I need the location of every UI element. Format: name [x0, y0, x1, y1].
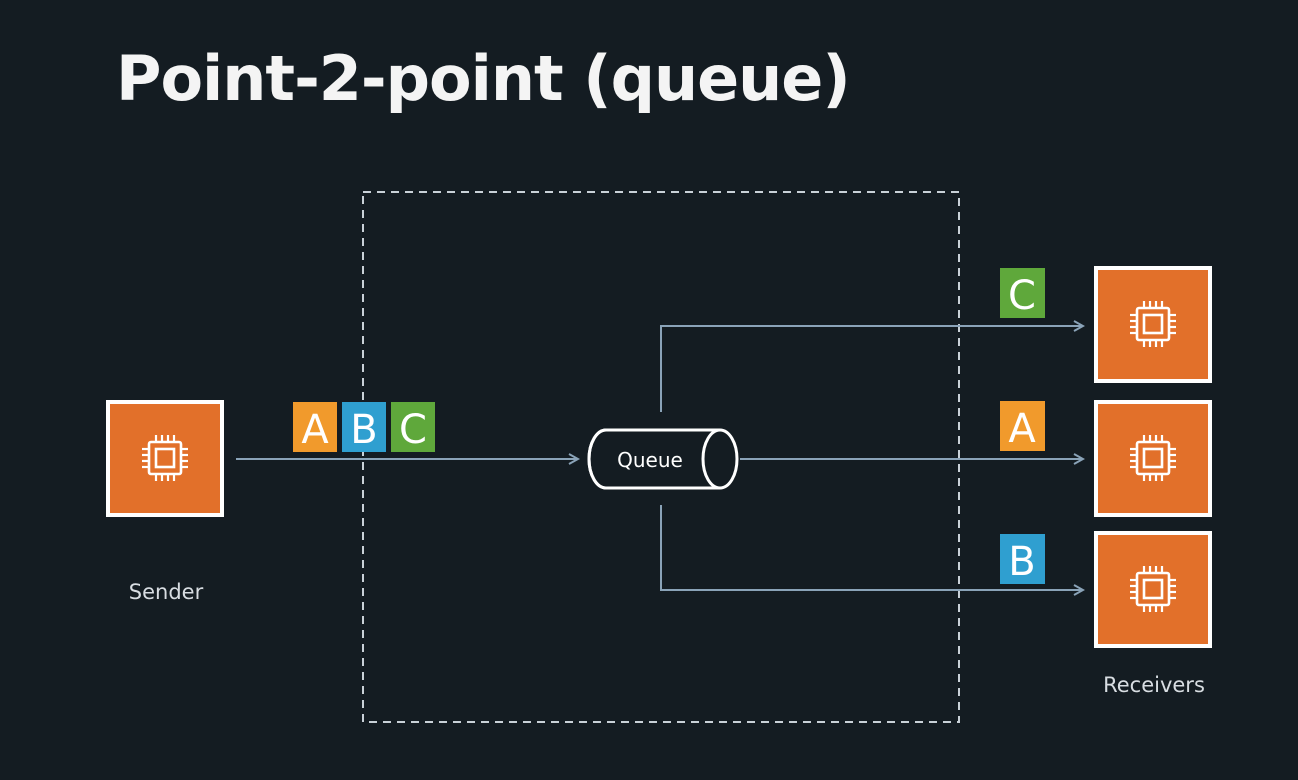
message-token-b: B	[342, 402, 386, 453]
receiver-instance-3	[1094, 531, 1212, 648]
slide-title: Point-2-point (queue)	[116, 42, 851, 115]
routed-message-a: A	[1000, 401, 1045, 452]
sender-instance	[106, 400, 224, 517]
svg-text:C: C	[1008, 273, 1036, 319]
sender-label: Sender	[129, 580, 204, 604]
svg-text:A: A	[301, 407, 329, 453]
queue-to-receiver-3-arrow	[660, 505, 1083, 590]
dashed-boundary	[362, 191, 960, 723]
svg-text:B: B	[1008, 539, 1035, 585]
queue-cylinder-icon	[587, 428, 739, 490]
routed-message-b: B	[1000, 534, 1045, 585]
message-token-c: C	[391, 402, 435, 453]
receiver-instance-2	[1094, 400, 1212, 517]
queue-to-receiver-1-arrow	[660, 326, 1083, 412]
queue-label: Queue	[617, 448, 683, 472]
receivers-label: Receivers	[1103, 673, 1205, 697]
message-token-a: A	[293, 402, 337, 453]
routed-message-c: C	[1000, 268, 1045, 319]
svg-text:C: C	[399, 407, 427, 453]
svg-text:B: B	[350, 407, 377, 453]
receiver-instance-1	[1094, 266, 1212, 383]
svg-text:A: A	[1008, 406, 1036, 452]
